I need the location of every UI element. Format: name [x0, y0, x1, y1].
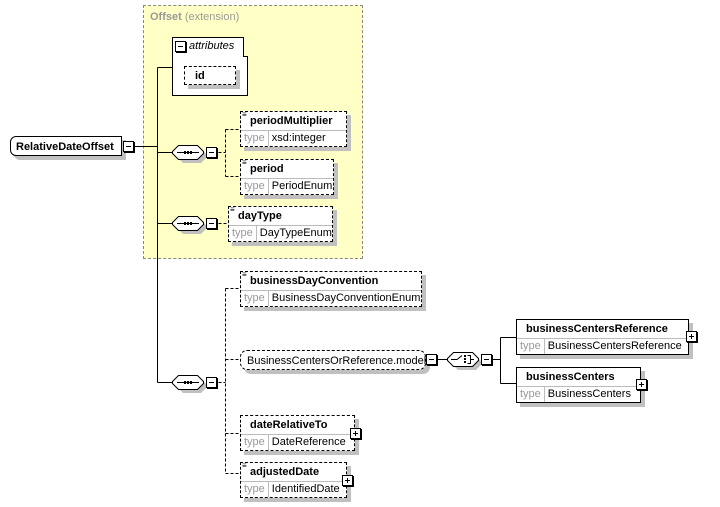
- expand-adjustedDate-icon[interactable]: [342, 475, 353, 486]
- type-value: BusinessCentersReference: [547, 340, 682, 352]
- type-value: BusinessCenters: [547, 388, 631, 400]
- collapse-attributes-icon[interactable]: [175, 41, 186, 52]
- documentation-icon: ≡: [242, 270, 247, 279]
- extension-label: (extension): [184, 11, 240, 23]
- attribute-id[interactable]: id: [184, 66, 236, 85]
- model-group-name: BusinessCentersOrReference.model: [247, 355, 427, 367]
- type-label: type: [517, 339, 545, 354]
- documentation-icon: ≡: [242, 158, 247, 167]
- extension-name: Offset: [150, 11, 182, 23]
- expand-businessCenters-icon[interactable]: [636, 379, 647, 390]
- sequence-compositor-1: [172, 145, 207, 163]
- type-value: xsd:integer: [271, 132, 326, 144]
- collapse-model-icon[interactable]: [426, 354, 437, 365]
- type-label: type: [241, 131, 269, 146]
- type-value: DateReference: [271, 436, 346, 448]
- type-label: type: [241, 482, 269, 497]
- expand-businessCentersReference-icon[interactable]: [686, 331, 697, 342]
- element-name: businessCentersReference: [526, 323, 668, 335]
- attributes-label: attributes: [189, 40, 235, 52]
- element-name: businessDayConvention: [250, 275, 379, 287]
- documentation-icon: ≡: [242, 461, 247, 470]
- sequence-compositor-3: [172, 375, 207, 393]
- type-label: type: [241, 435, 269, 450]
- element-name: businessCenters: [526, 371, 615, 383]
- type-value: DayTypeEnum: [259, 227, 332, 239]
- type-label: type: [241, 291, 269, 306]
- collapse-choice-icon[interactable]: [481, 354, 492, 365]
- root-element[interactable]: RelativeDateOffset: [10, 136, 122, 156]
- choice-compositor: [447, 352, 482, 370]
- sequence-compositor-2: [172, 216, 207, 234]
- element-name: dayType: [238, 210, 282, 222]
- element-name: adjustedDate: [250, 466, 320, 478]
- type-value: BusinessDayConventionEnum: [271, 292, 421, 304]
- collapse-sequence-1-icon[interactable]: [206, 147, 217, 158]
- documentation-icon: ≡: [230, 205, 235, 214]
- element-name: period: [250, 163, 284, 175]
- collapse-toggle-icon[interactable]: [123, 141, 134, 152]
- extension-title: Offset (extension): [150, 11, 239, 23]
- model-group[interactable]: BusinessCentersOrReference.model: [240, 350, 426, 370]
- collapse-sequence-2-icon[interactable]: [206, 218, 217, 229]
- documentation-icon: ≡: [242, 110, 247, 119]
- root-element-name: RelativeDateOffset: [16, 141, 114, 153]
- type-value: IdentifiedDate: [271, 483, 340, 495]
- element-name: dateRelativeTo: [250, 419, 328, 431]
- type-label: type: [241, 179, 269, 194]
- type-value: PeriodEnum: [271, 180, 333, 192]
- collapse-sequence-3-icon[interactable]: [206, 377, 217, 388]
- element-name: periodMultiplier: [250, 115, 333, 127]
- expand-dateRelativeTo-icon[interactable]: [350, 428, 361, 439]
- type-label: type: [229, 226, 257, 241]
- type-label: type: [517, 387, 545, 402]
